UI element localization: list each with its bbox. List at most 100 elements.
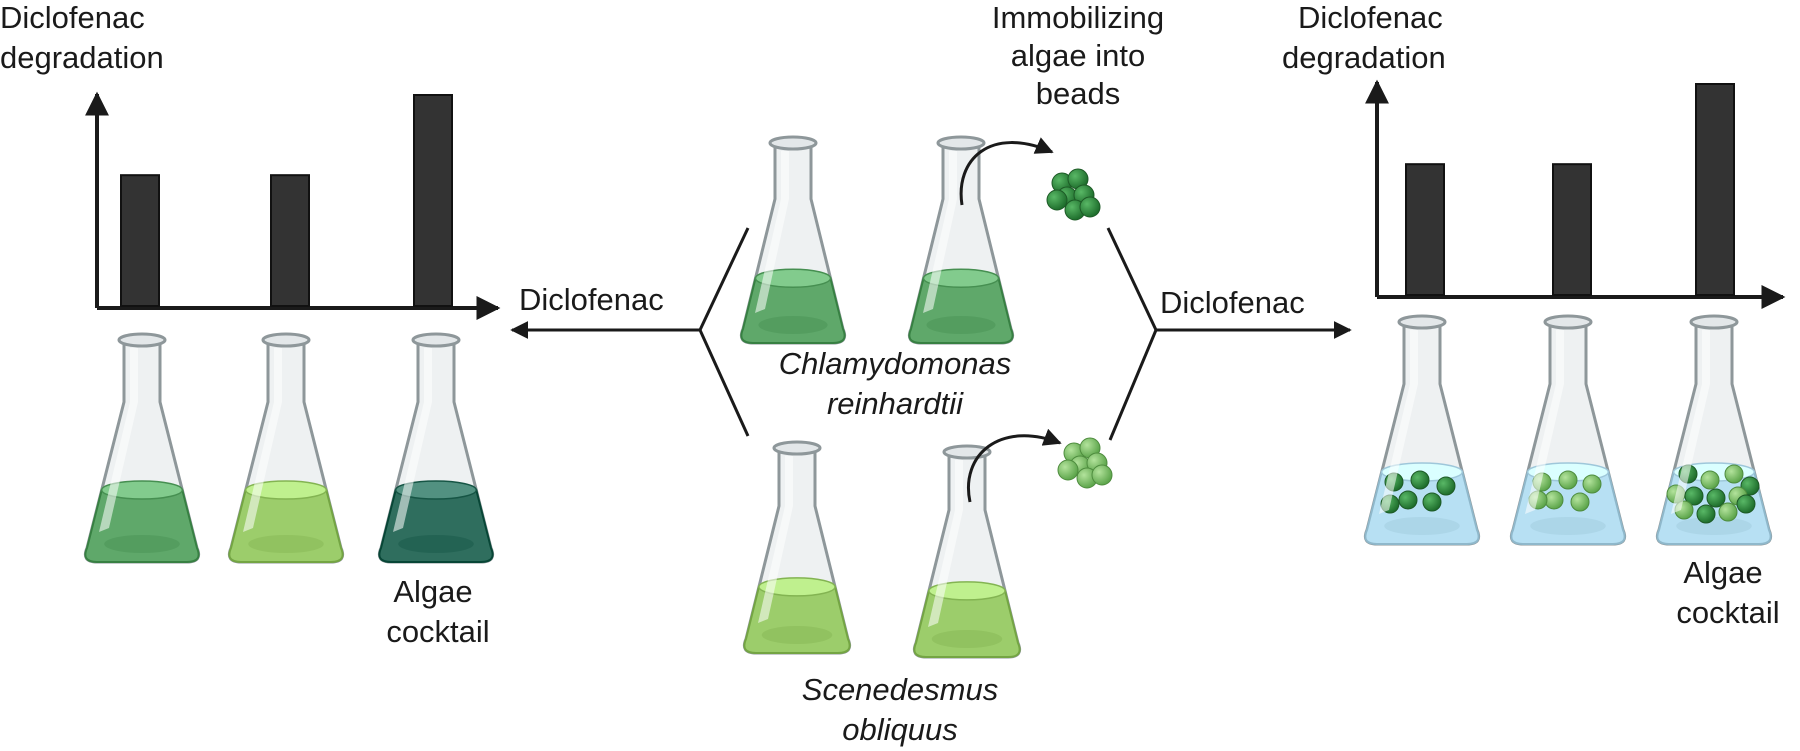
light-bead bbox=[1091, 464, 1113, 486]
center-flask-bottom-2-highlight bbox=[928, 460, 963, 627]
immobilizing-label-line1: Immobilizing bbox=[992, 0, 1164, 35]
center-flask-top-2-liquid-surface bbox=[922, 268, 1000, 288]
left-flask-label-line1: Algae bbox=[393, 574, 472, 609]
left-flask-2 bbox=[227, 332, 345, 564]
immobilizing-label-line2: algae into bbox=[1011, 38, 1145, 73]
center-flask-top-2 bbox=[907, 135, 1015, 345]
left-flask-1-rim bbox=[117, 332, 167, 348]
left-chart-ylabel-line2: degradation bbox=[0, 40, 164, 75]
right-flask-3-bead bbox=[1706, 488, 1726, 508]
left-flask-3 bbox=[377, 332, 495, 564]
right-bracket-upper bbox=[1106, 227, 1158, 331]
right-flask-2-bead bbox=[1582, 474, 1602, 494]
center-flask-bottom-1-rim bbox=[772, 440, 822, 456]
species-top-line2: reinhardtii bbox=[827, 386, 964, 421]
right-flask-1-bead bbox=[1398, 490, 1418, 510]
center-flask-bottom-1 bbox=[742, 440, 852, 655]
right-flask-2-bead bbox=[1570, 492, 1590, 512]
center-panel: Diclofenac Diclofenac Immobilizing algae… bbox=[510, 0, 1352, 747]
left-chart-bar-2 bbox=[270, 174, 310, 307]
right-flask-3-rim bbox=[1689, 314, 1739, 330]
species-bottom-line2: obliquus bbox=[842, 712, 957, 747]
right-flask-2-bead bbox=[1544, 490, 1564, 510]
left-flask-3-rim bbox=[411, 332, 461, 348]
center-flask-top-1-highlight bbox=[755, 151, 789, 313]
left-flask-1-highlight bbox=[99, 348, 138, 532]
immobilizing-label-line3: beads bbox=[1036, 76, 1120, 111]
left-flask-3-liquid-base bbox=[398, 535, 474, 553]
center-flask-top-1-rim bbox=[768, 135, 818, 151]
light-bead bbox=[1057, 459, 1079, 481]
right-flask-1-bead bbox=[1436, 476, 1456, 496]
left-flask-3-highlight bbox=[393, 348, 432, 532]
right-flask-3-bead bbox=[1724, 464, 1744, 484]
dark-bead-cluster bbox=[1046, 168, 1101, 221]
left-flask-1-liquid-base bbox=[104, 535, 180, 553]
right-flask-3-bead bbox=[1700, 470, 1720, 490]
right-flask-3-liquid-base bbox=[1676, 517, 1752, 535]
left-chart: Diclofenac degradation Algae cocktail bbox=[0, 0, 501, 649]
right-chart-ylabel-line2: degradation bbox=[1282, 40, 1446, 75]
right-flask-1 bbox=[1363, 314, 1481, 546]
right-flask-label-line1: Algae bbox=[1683, 555, 1762, 590]
left-flask-2-highlight bbox=[243, 348, 282, 532]
right-chart-bar-2 bbox=[1552, 163, 1592, 296]
left-arrow-label: Diclofenac bbox=[519, 282, 664, 317]
right-flask-2-rim bbox=[1543, 314, 1593, 330]
left-flask-2-liquid-surface bbox=[244, 480, 328, 500]
dark-bead bbox=[1046, 189, 1068, 211]
center-flask-bottom-1-liquid-base bbox=[761, 626, 833, 644]
center-flask-top-1-liquid-surface bbox=[754, 268, 832, 288]
right-flask-3-bead bbox=[1718, 502, 1738, 522]
right-flask-3-highlight bbox=[1671, 330, 1710, 514]
right-flask-2-liquid-base bbox=[1530, 517, 1606, 535]
right-chart-ylabel-line1: Diclofenac bbox=[1298, 0, 1443, 35]
center-flask-top-2-highlight bbox=[923, 151, 957, 313]
center-flask-bottom-2-liquid-base bbox=[931, 630, 1003, 648]
center-flask-bottom-1-liquid-surface bbox=[758, 577, 836, 597]
center-flask-top-2-rim bbox=[936, 135, 986, 151]
left-flask-1-liquid-surface bbox=[100, 480, 184, 500]
left-bracket-upper bbox=[698, 227, 750, 331]
bottom-curved-arrow bbox=[967, 428, 1062, 503]
right-chart: Diclofenac degradation Algae cocktail bbox=[1282, 0, 1786, 630]
right-flask-2-bead bbox=[1558, 470, 1578, 490]
right-chart-bar-1 bbox=[1405, 163, 1445, 296]
right-flask-3 bbox=[1655, 314, 1773, 546]
center-flask-bottom-1-highlight bbox=[758, 456, 793, 623]
center-flask-top-1-liquid-base bbox=[758, 316, 828, 334]
right-flask-3-bead bbox=[1696, 504, 1716, 524]
left-flask-label-line2: cocktail bbox=[386, 614, 489, 649]
right-flask-1-bead bbox=[1410, 470, 1430, 490]
left-flask-2-liquid-base bbox=[248, 535, 324, 553]
right-flask-label-line2: cocktail bbox=[1676, 595, 1779, 630]
right-flask-1-liquid-base bbox=[1384, 517, 1460, 535]
left-chart-ylabel-line1: Diclofenac bbox=[0, 0, 145, 35]
species-bottom-line1: Scenedesmus bbox=[802, 672, 998, 707]
light-bead-cluster bbox=[1057, 437, 1113, 489]
right-arrow-label: Diclofenac bbox=[1160, 285, 1305, 320]
center-flask-top-1 bbox=[739, 135, 847, 345]
right-flask-1-bead bbox=[1422, 492, 1442, 512]
dark-bead bbox=[1079, 196, 1101, 218]
left-bracket-lower bbox=[698, 329, 750, 437]
right-flask-3-bead bbox=[1736, 494, 1756, 514]
left-flask-1 bbox=[83, 332, 201, 564]
right-flask-3-bead bbox=[1684, 486, 1704, 506]
right-flask-1-rim bbox=[1397, 314, 1447, 330]
right-flask-2 bbox=[1509, 314, 1627, 546]
center-flask-bottom-2 bbox=[912, 444, 1022, 659]
top-curved-arrow bbox=[959, 137, 1054, 206]
center-flask-bottom-2-liquid-surface bbox=[928, 581, 1006, 601]
right-bracket-lower bbox=[1108, 329, 1158, 441]
right-flask-2-highlight bbox=[1525, 330, 1564, 514]
right-flask-1-highlight bbox=[1379, 330, 1418, 514]
left-flask-3-liquid-surface bbox=[394, 480, 478, 500]
species-top-line1: Chlamydomonas bbox=[779, 346, 1012, 381]
center-flask-top-2-liquid-base bbox=[926, 316, 996, 334]
left-chart-bar-1 bbox=[120, 174, 160, 307]
left-chart-bar-3 bbox=[413, 94, 453, 307]
left-flask-2-rim bbox=[261, 332, 311, 348]
right-chart-bar-3 bbox=[1695, 83, 1735, 296]
